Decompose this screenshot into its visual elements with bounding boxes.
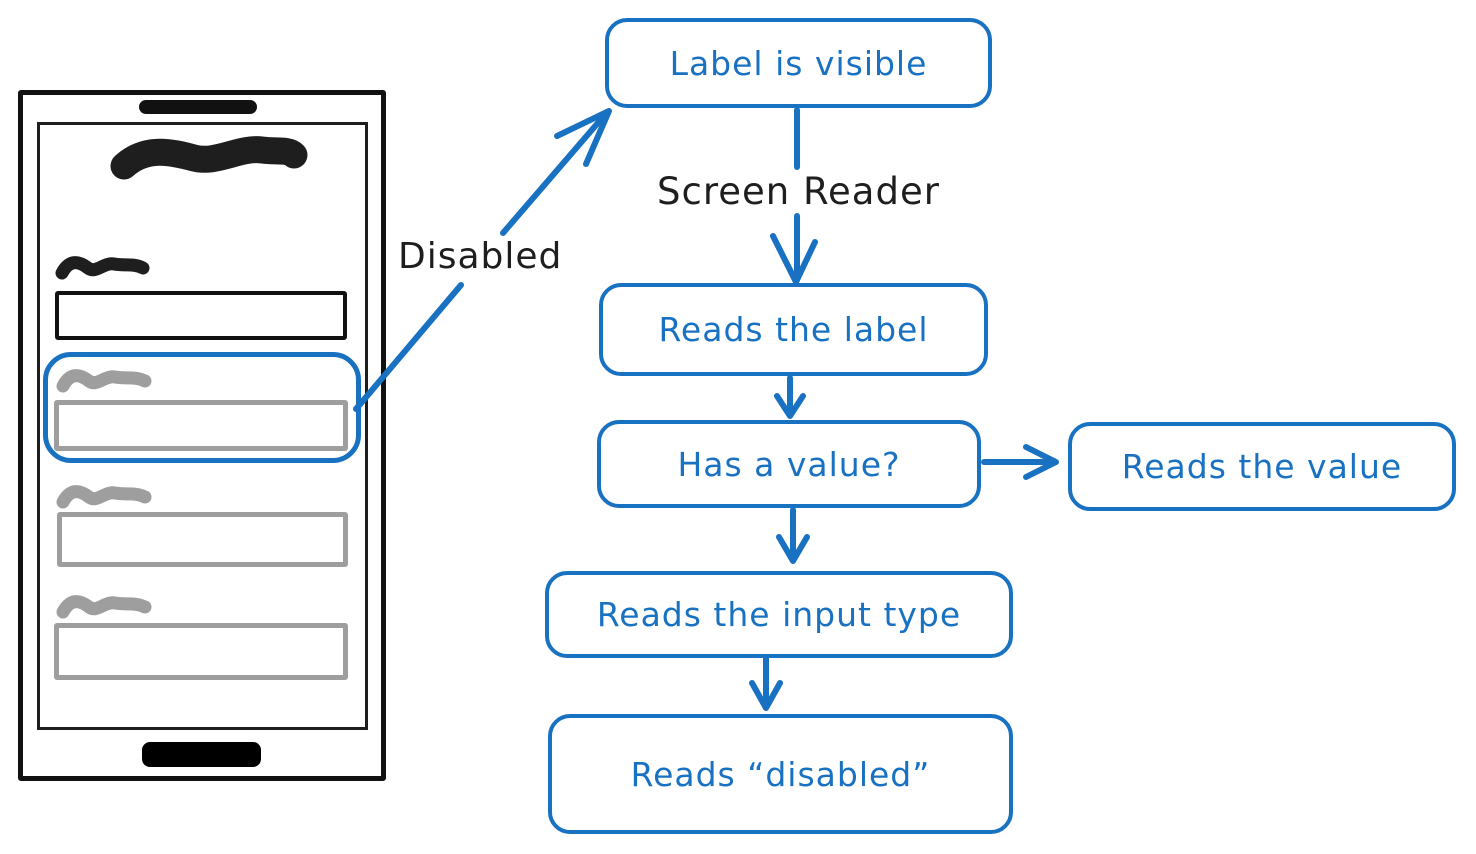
edge-label-disabled: Disabled [398, 236, 563, 277]
node-reads-the-label: Reads the label [599, 283, 988, 376]
phone-speaker-bar [139, 100, 257, 114]
node-label: Reads the label [658, 310, 929, 349]
node-label: Reads the value [1121, 447, 1403, 486]
node-label: Reads the input type [596, 595, 962, 634]
arrow-hasvalue-readsinputtype [776, 507, 810, 564]
phone-home-button [142, 742, 261, 767]
node-label-is-visible: Label is visible [605, 18, 992, 108]
arrow-readslabel-hasvalue [774, 375, 806, 419]
node-reads-the-input-type: Reads the input type [545, 571, 1013, 658]
arrow-screenreader-readslabel [770, 213, 818, 285]
node-label: Label is visible [669, 43, 928, 83]
node-has-a-value: Has a value? [597, 420, 981, 508]
node-label: Has a value? [677, 444, 901, 484]
arrow-hasvalue-readsvalue [981, 444, 1059, 480]
arrow-readsinputtype-readsdisabled [749, 655, 783, 711]
node-reads-disabled: Reads “disabled” [548, 714, 1013, 834]
edge-label-screen-reader: Screen Reader [657, 170, 940, 213]
disabled-field-highlight-outline [43, 352, 361, 463]
text-input-active [55, 291, 347, 340]
text-input-disabled-highlighted [54, 400, 348, 451]
node-label: Reads “disabled” [630, 754, 931, 794]
node-reads-the-value: Reads the value [1068, 422, 1456, 511]
text-input-disabled-2 [57, 512, 348, 567]
text-input-disabled-3 [54, 623, 348, 680]
